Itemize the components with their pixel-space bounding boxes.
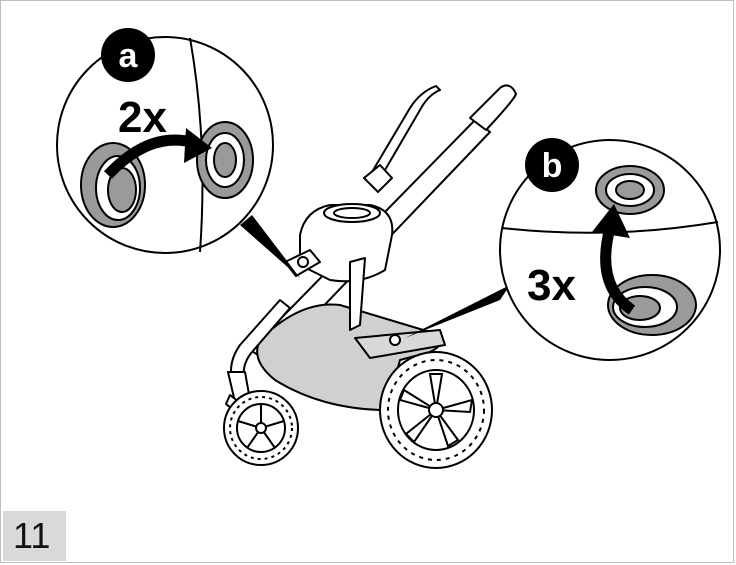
step-number: 11 — [13, 515, 51, 556]
callout-b-pointer — [405, 285, 510, 338]
footrest — [354, 329, 446, 359]
button-end — [196, 121, 254, 199]
badge-a — [101, 28, 155, 82]
button-start — [80, 142, 146, 228]
arrow-up — [600, 226, 636, 315]
badge-a-label: a — [119, 37, 139, 75]
rear-handle — [371, 85, 441, 173]
callout-a: a 2x — [56, 28, 300, 278]
count-b-label: 3x — [527, 261, 576, 310]
handle-grip — [469, 84, 517, 131]
rear-wheel — [379, 351, 493, 469]
badge-b-label: b — [542, 147, 563, 185]
step-number-box: 11 — [3, 511, 66, 561]
callout-b: b 3x — [405, 138, 721, 361]
button-bottom — [607, 274, 697, 336]
count-a-label: 2x — [118, 93, 167, 142]
handle-clip — [363, 164, 393, 193]
seat-strut — [349, 257, 366, 331]
callout-a-pointer — [240, 215, 300, 278]
front-wheel — [223, 390, 299, 466]
badge-b — [525, 138, 579, 192]
button-top — [595, 165, 665, 215]
